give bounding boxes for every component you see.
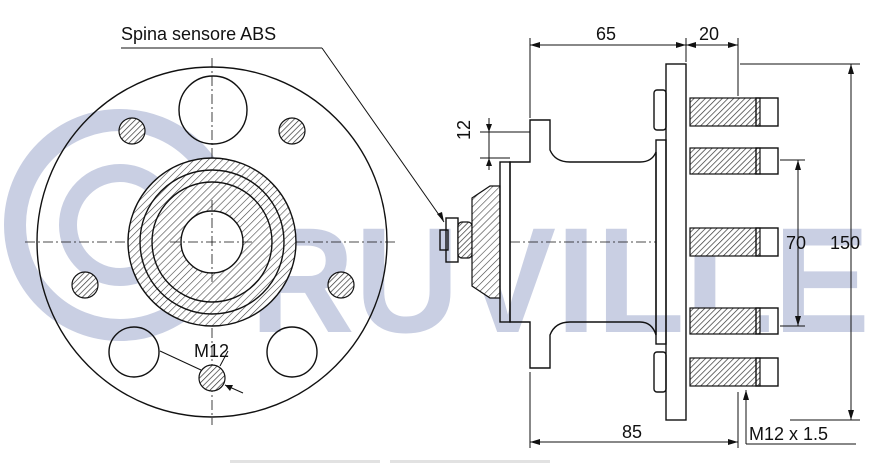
stud-hole: [118, 117, 146, 145]
wheel-studs: [689, 97, 779, 387]
abs-sensor-label: Spina sensore ABS: [121, 24, 276, 44]
dim-bolt-circle: 70: [786, 233, 806, 253]
lightening-hole-left: [108, 326, 160, 378]
dim-overall-length: 85: [622, 422, 642, 442]
stud-hole: [278, 117, 306, 145]
dim-flange-diameter: 150: [830, 233, 860, 253]
lightening-hole-top: [178, 75, 248, 145]
bolt-thread-label: M12: [194, 341, 229, 361]
stud-hole: [198, 364, 226, 392]
lightening-hole-right: [266, 326, 318, 378]
stud-hole: [327, 271, 355, 299]
side-view: [439, 63, 779, 421]
thread-spec-label: M12 x 1.5: [749, 424, 828, 444]
front-view: M12: [25, 58, 398, 425]
dim-flange-width: 65: [596, 24, 616, 44]
dim-stud-protrusion: 20: [699, 24, 719, 44]
stud-hole: [71, 271, 99, 299]
dim-pilot-height: 12: [454, 120, 474, 140]
abs-sensor-pin: [457, 221, 473, 259]
wheel-flange: [665, 63, 687, 421]
